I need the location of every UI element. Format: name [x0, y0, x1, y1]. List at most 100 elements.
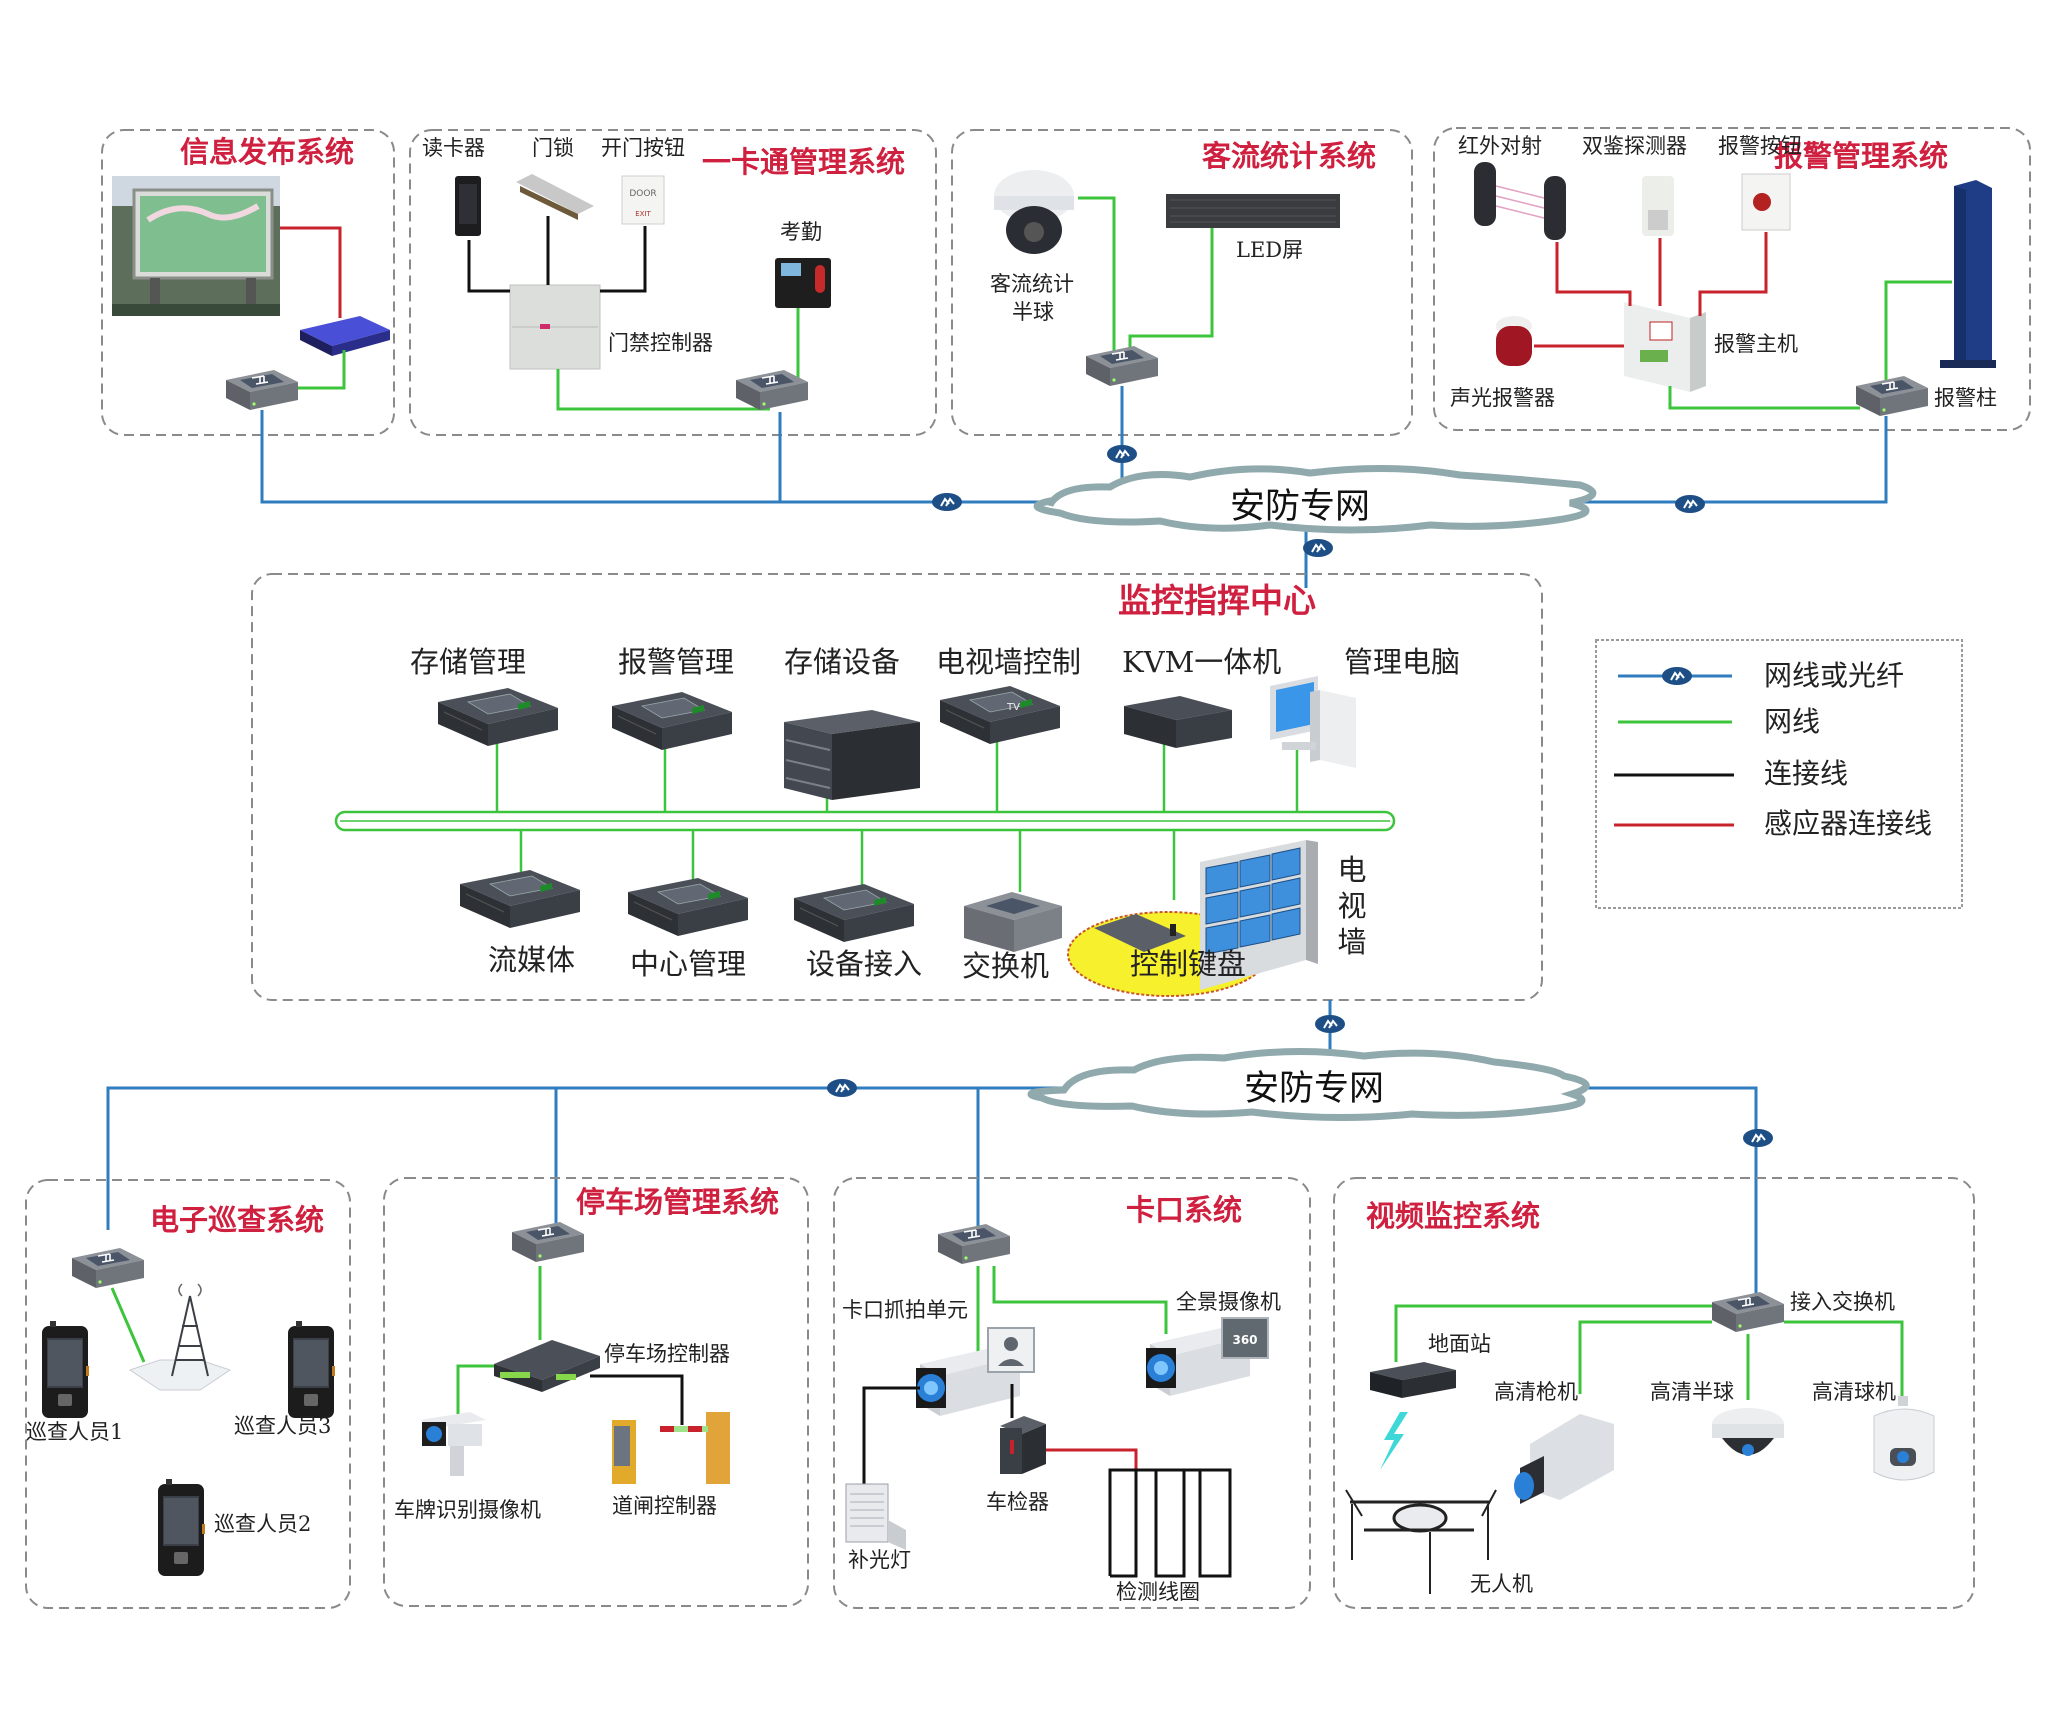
- device-access-server-icon: [793, 883, 915, 943]
- tv-icon-label: TV: [1006, 702, 1020, 713]
- alarm-host-label: 报警主机: [1714, 332, 1798, 356]
- door-button-label: DOOR: [629, 189, 656, 199]
- strobe-siren-label: 声光报警器: [1450, 386, 1555, 410]
- one-card-title: 一卡通管理系统: [702, 145, 906, 179]
- access-switch-icon: [1711, 1291, 1785, 1333]
- door-button-exit-label: EXIT: [635, 210, 651, 218]
- fiber-line: [260, 410, 1060, 504]
- network-line: [110, 1287, 146, 1363]
- one-card-box: [409, 129, 937, 436]
- cc-bottom-device-label: 中心管理: [630, 947, 747, 981]
- cc-top-device-label: 管理电脑: [1344, 645, 1461, 679]
- command-center-title: 监控指挥中心: [1118, 581, 1316, 620]
- passenger-flow-title: 客流统计系统: [1202, 139, 1377, 173]
- cell-tower-icon: [128, 1283, 232, 1391]
- detection-loop-icon: [1108, 1468, 1232, 1578]
- alarm-pillar-icon: [1940, 180, 1996, 368]
- network-line: [1128, 228, 1214, 352]
- sensor-line: [1046, 1448, 1138, 1470]
- tv-wall-icon: [1200, 840, 1318, 990]
- alarm-button-label: 报警按钮: [1718, 134, 1802, 158]
- network-line: [1884, 280, 1952, 382]
- alarm-pillar-label: 报警柱: [1934, 386, 1997, 410]
- command-center-box: [251, 573, 1543, 1001]
- network-line: [556, 369, 770, 411]
- network-line: [1078, 196, 1116, 352]
- ground-station-icon: [1370, 1362, 1456, 1398]
- door-lock-label: 门锁: [532, 136, 574, 160]
- switch-icon: [225, 369, 299, 411]
- media-player-icon: [300, 316, 390, 356]
- patrol-handheld-icon: [288, 1321, 335, 1418]
- card-reader-label: 读卡器: [422, 136, 485, 160]
- dual-detector-icon: [1642, 176, 1674, 236]
- access-controller-label: 门禁控制器: [608, 331, 713, 355]
- switch-icon: [1855, 375, 1929, 417]
- control-keyboard-label: 控制键盘: [1130, 947, 1247, 981]
- connection-line: [590, 1374, 684, 1425]
- capture-unit-label: 卡口抓拍单元: [842, 1298, 968, 1322]
- drone-label: 无人机: [1470, 1572, 1533, 1596]
- streaming-media-server-icon: [459, 869, 581, 929]
- patrol-handheld-icon: [158, 1479, 205, 1576]
- parking-controller-icon: [494, 1340, 600, 1392]
- tv-wall-controller-icon: TV: [939, 685, 1061, 745]
- panoramic-360-label: 360: [1232, 1333, 1257, 1347]
- patrol-box: [25, 1179, 351, 1609]
- fiber-connector-icon: [931, 492, 963, 512]
- checkpoint-box: [833, 1177, 1311, 1609]
- alarm-title: 报警管理系统: [1774, 139, 1949, 173]
- switch-icon: [511, 1221, 585, 1263]
- door-button-icon: DOOR EXIT: [621, 175, 665, 225]
- legend-label-connection: 连接线: [1764, 757, 1849, 790]
- detection-loop-label: 检测线圈: [1116, 1580, 1200, 1604]
- barrier-ticket-machine-icon: [612, 1420, 636, 1484]
- dual-detector-label: 双鉴探测器: [1582, 134, 1687, 158]
- ground-station-label: 地面站: [1428, 1332, 1491, 1356]
- fiber-connector-icon: [826, 1078, 858, 1098]
- connection-line: [467, 240, 510, 293]
- panoramic-camera-label: 全景摄像机: [1176, 1290, 1281, 1314]
- network-line: [1668, 386, 1860, 410]
- drone-icon: [1345, 1489, 1497, 1594]
- central-management-server-icon: [627, 877, 749, 937]
- video-title: 视频监控系统: [1366, 1199, 1541, 1233]
- parking-controller-label: 停车场控制器: [604, 1342, 730, 1366]
- vehicle-detector-icon: [1000, 1416, 1046, 1474]
- checkpoint-title: 卡口系统: [1126, 1193, 1243, 1227]
- legend-label-fiber: 网线或光纤: [1764, 659, 1905, 692]
- barrier-gate-icon: [660, 1412, 730, 1484]
- network-line: [1578, 1320, 1712, 1394]
- management-pc-icon: [1270, 676, 1356, 768]
- network-cloud-bottom: [1027, 1047, 1590, 1122]
- cc-top-device-label: 电视墙控制: [936, 645, 1082, 679]
- access-switch-label: 接入交换机: [1790, 1290, 1895, 1314]
- infrared-beam-label: 红外对射: [1458, 134, 1542, 158]
- counting-dome-label-line2: 半球: [1012, 300, 1054, 324]
- cc-top-device-label: 存储管理: [410, 645, 527, 679]
- door-button-label: 开门按钮: [601, 136, 685, 160]
- hd-bullet-label: 高清枪机: [1494, 1380, 1578, 1404]
- network-line: [456, 1364, 494, 1414]
- network-line: [1394, 1304, 1712, 1362]
- switch-icon: [71, 1247, 145, 1289]
- kvm-icon: [1124, 696, 1232, 748]
- network-cloud-top-label: 安防专网: [1230, 487, 1371, 527]
- hd-dome-camera-icon: [1712, 1408, 1784, 1456]
- parking-title: 停车场管理系统: [576, 1185, 780, 1219]
- fiber-line: [1556, 1086, 1758, 1304]
- led-screen-label: LED屏: [1236, 238, 1304, 262]
- cc-bottom-device-label: 交换机: [962, 949, 1050, 983]
- cc-bottom-device-label: 流媒体: [488, 943, 576, 977]
- legend-label-sensor: 感应器连接线: [1764, 807, 1933, 840]
- alarm-host-icon: [1624, 302, 1706, 392]
- network-bus: [334, 810, 1396, 832]
- door-lock-icon: [516, 174, 594, 220]
- switch-icon: [1085, 345, 1159, 387]
- wireless-signal-icon: [1380, 1412, 1408, 1470]
- storage-management-server-icon: [437, 687, 559, 747]
- network-line: [992, 1266, 1168, 1334]
- storage-device-icon: [784, 710, 920, 800]
- alarm-management-server-icon: [611, 691, 733, 751]
- fill-light-label: 补光灯: [848, 1548, 911, 1572]
